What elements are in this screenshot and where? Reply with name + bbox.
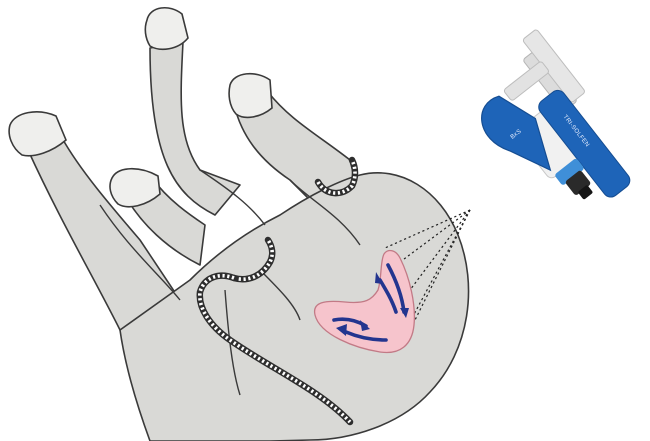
hoof-front-top	[144, 7, 189, 51]
applicator-body	[538, 89, 631, 198]
hoof-front-right	[228, 72, 273, 119]
applicator-nozzle-tip	[578, 185, 593, 200]
applicator-trigger	[481, 95, 552, 172]
contour-left-leg	[99, 204, 181, 301]
spray-applicator: TRI-SOLFEN BxS	[481, 29, 631, 200]
contour-belly	[259, 269, 301, 321]
arrowheads	[336, 272, 409, 336]
wound-area	[313, 249, 416, 354]
lamb-body	[8, 7, 470, 441]
spray-lines	[384, 209, 471, 341]
applicator-nozzle-collar	[555, 158, 584, 185]
hoof-back-left	[8, 111, 67, 157]
contour-hind	[224, 289, 241, 396]
contour-flank	[289, 179, 361, 246]
leg-front-top	[149, 41, 241, 216]
restraint-ropes	[196, 156, 359, 426]
hoof-back-right	[109, 167, 161, 208]
contour-shoulder	[199, 169, 266, 226]
